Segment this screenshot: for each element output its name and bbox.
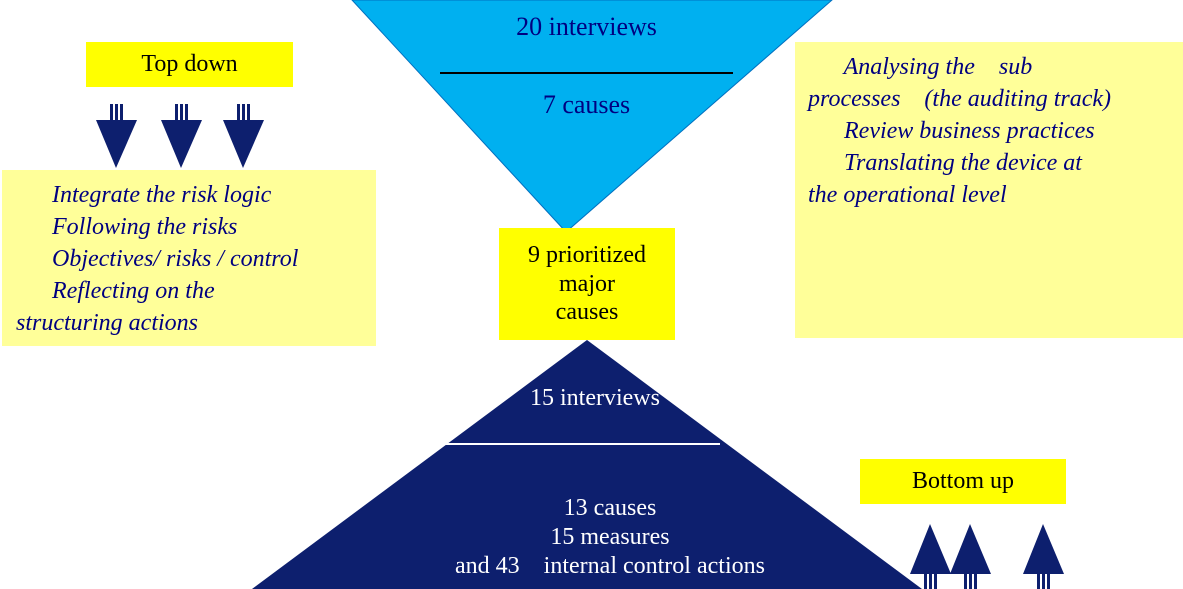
- top-down-item-4: Reflecting on the: [16, 278, 215, 304]
- top-down-item-2: Following the risks: [16, 214, 238, 240]
- prioritized-causes-line-3: causes: [555, 299, 619, 326]
- top-funnel-title: 20 interviews: [516, 12, 657, 41]
- bottom-pyramid-details: 13 causes 15 measures and 43 internal co…: [400, 494, 820, 581]
- bottom-pyramid-shape: [252, 340, 922, 589]
- prioritized-causes-box: 9 prioritized major causes: [499, 228, 675, 340]
- bottom-pyramid-title: 15 interviews: [530, 385, 660, 411]
- bottom-pyramid-line-2: 15 measures: [550, 524, 670, 550]
- bottom-pyramid-line-1: 13 causes: [563, 495, 657, 521]
- double-shaft-down-arrow-icon: [96, 104, 264, 168]
- bottom-up-label: Bottom up: [860, 459, 1066, 504]
- bottom-up-notes: Analysing the sub processes (the auditin…: [795, 42, 1183, 338]
- bottom-up-item-4: Translating the device at: [808, 150, 1082, 176]
- top-funnel-result: 7 causes: [542, 90, 631, 119]
- bottom-pyramid-line-3: and 43 internal control actions: [455, 553, 765, 579]
- top-down-item-5: structuring actions: [16, 310, 199, 336]
- double-shaft-up-arrow-icon: [910, 524, 1064, 589]
- top-down-notes: Integrate the risk logic Following the r…: [2, 170, 376, 346]
- top-down-item-3: Objectives/ risks / control: [16, 246, 299, 272]
- top-funnel-shape: [351, 0, 833, 233]
- top-down-item-1: Integrate the risk logic: [16, 182, 272, 208]
- prioritized-causes-line-2: major: [559, 270, 615, 297]
- bottom-up-item-3: Review business practices: [808, 118, 1095, 144]
- bottom-up-item-5: the operational level: [808, 182, 1007, 208]
- bottom-up-item-2: processes (the auditing track): [808, 86, 1112, 112]
- bottom-up-item-1: Analysing the sub: [808, 54, 1033, 80]
- top-down-label: Top down: [86, 42, 293, 87]
- prioritized-causes-line-1: 9 prioritized: [528, 241, 646, 268]
